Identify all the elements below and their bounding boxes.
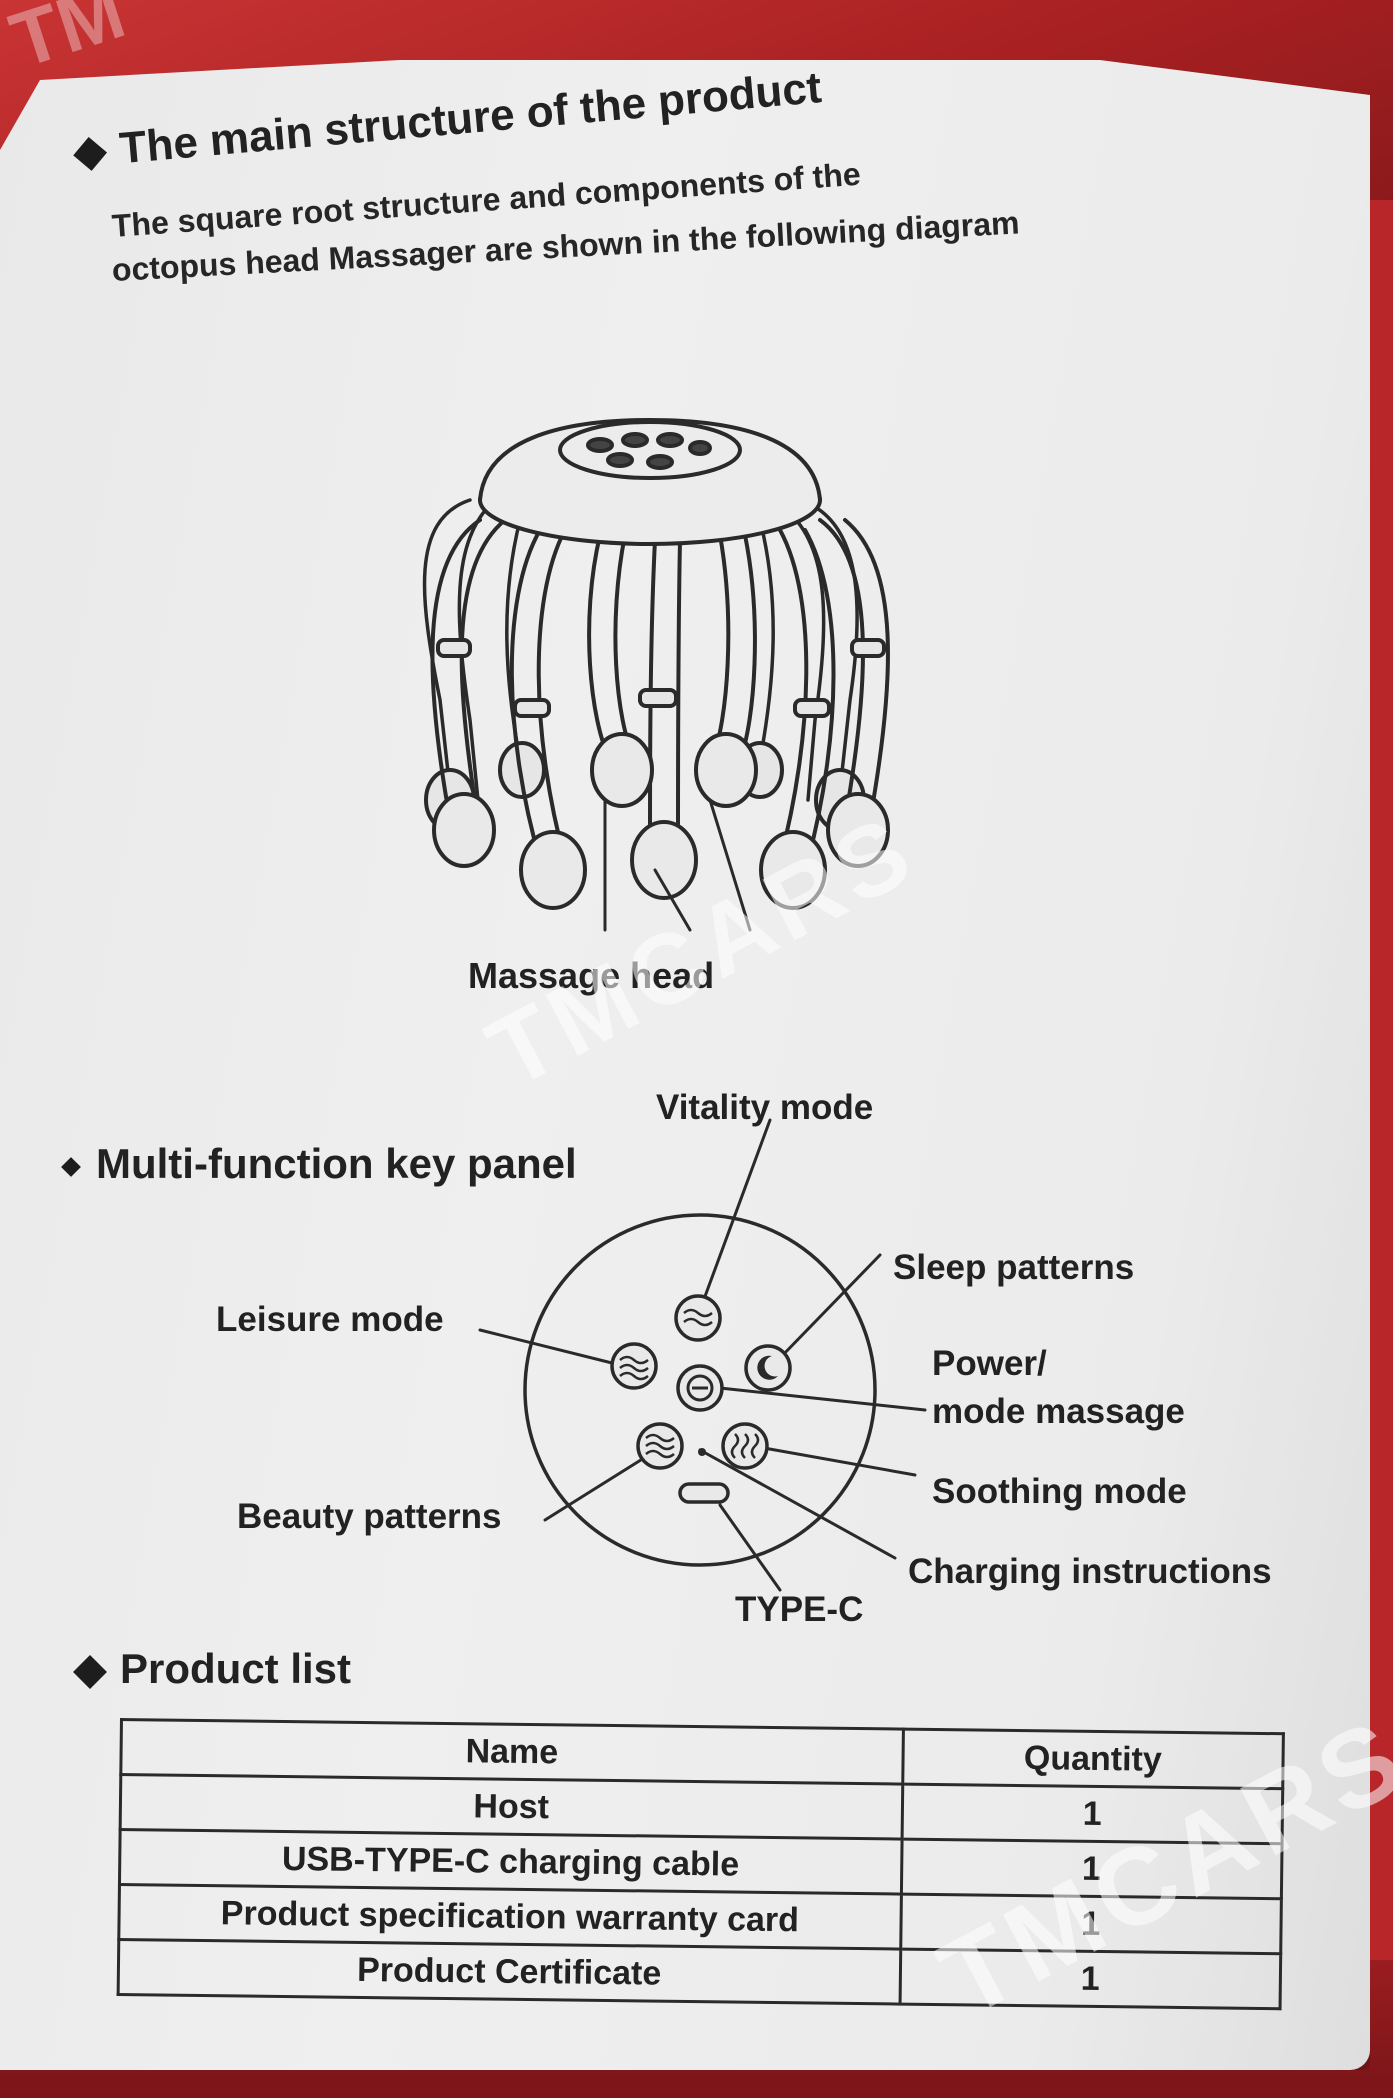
soothing-mode-label: Soothing mode xyxy=(932,1472,1187,1511)
power-label-line1: Power/ xyxy=(932,1344,1047,1383)
vitality-mode-label: Vitality mode xyxy=(656,1088,874,1127)
vitality-wave-icon xyxy=(674,1294,722,1342)
key-panel-diagram xyxy=(478,1118,927,1592)
charging-led-icon xyxy=(698,1448,706,1456)
keypanel-section-title: Multi-function key panel xyxy=(61,1140,577,1188)
row-name: Host xyxy=(120,1774,903,1840)
manual-page xyxy=(0,60,1370,2070)
diamond-bullet-icon xyxy=(61,1157,81,1177)
soothing-wave-icon xyxy=(721,1422,769,1470)
diamond-bullet-icon xyxy=(73,1654,107,1689)
row-name: Product Certificate xyxy=(118,1939,901,2005)
sleep-patterns-label: Sleep patterns xyxy=(893,1248,1135,1287)
beauty-patterns-label: Beauty patterns xyxy=(237,1497,502,1536)
product-list-title: Product list xyxy=(73,1645,351,1693)
beauty-wave-icon xyxy=(636,1422,684,1470)
typec-label: TYPE-C xyxy=(735,1590,864,1629)
leisure-wave-icon xyxy=(610,1342,658,1390)
massage-head-label: Massage head xyxy=(468,955,715,996)
row-name: USB-TYPE-C charging cable xyxy=(119,1829,902,1895)
power-icon xyxy=(676,1364,724,1412)
header-name: Name xyxy=(120,1719,903,1785)
panel-outline xyxy=(523,1213,877,1567)
power-label-line2: mode massage xyxy=(932,1392,1185,1431)
charging-instructions-label: Charging instructions xyxy=(908,1552,1272,1591)
leisure-mode-label: Leisure mode xyxy=(216,1300,444,1339)
usb-c-port-icon xyxy=(678,1482,730,1504)
row-name: Product specification warranty card xyxy=(118,1884,901,1950)
massager-illustration xyxy=(422,418,890,932)
sleep-moon-icon xyxy=(744,1344,792,1392)
